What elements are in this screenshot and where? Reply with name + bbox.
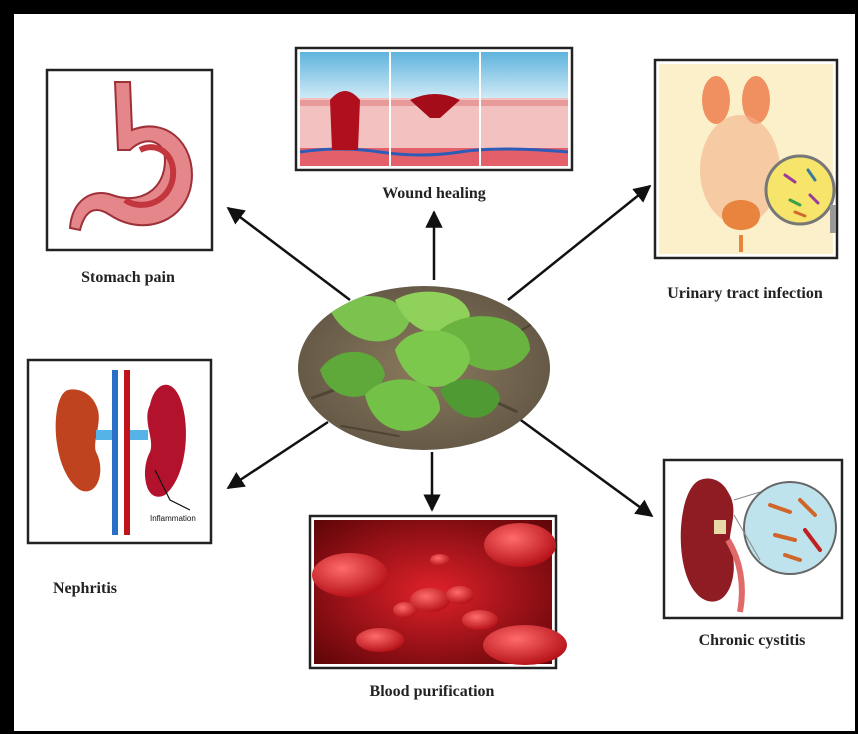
chronic-cystitis-panel — [664, 460, 842, 618]
nephritis-callout: Inflammation — [150, 514, 196, 523]
arrow-to-nephritis — [228, 422, 328, 488]
label-blood-purification: Blood purification — [370, 683, 495, 700]
center-leaf-plant — [298, 286, 550, 450]
label-urinary-tract-infection: Urinary tract infection — [667, 285, 823, 302]
label-nephritis: Nephritis — [53, 580, 117, 597]
arrow-to-chronic-cystitis — [518, 418, 652, 516]
urinary-tract-infection-panel — [655, 60, 837, 258]
wound-healing-panel — [296, 48, 572, 170]
label-wound-healing: Wound healing — [382, 185, 486, 202]
arrow-to-stomach-pain — [228, 208, 350, 300]
arrow-to-urinary-tract-infection — [508, 186, 650, 300]
nephritis-panel: Inflammation — [28, 360, 211, 543]
stomach-pain-panel — [47, 70, 212, 250]
label-chronic-cystitis: Chronic cystitis — [699, 632, 806, 649]
blood-purification-panel — [310, 516, 567, 668]
label-stomach-pain: Stomach pain — [81, 269, 175, 286]
